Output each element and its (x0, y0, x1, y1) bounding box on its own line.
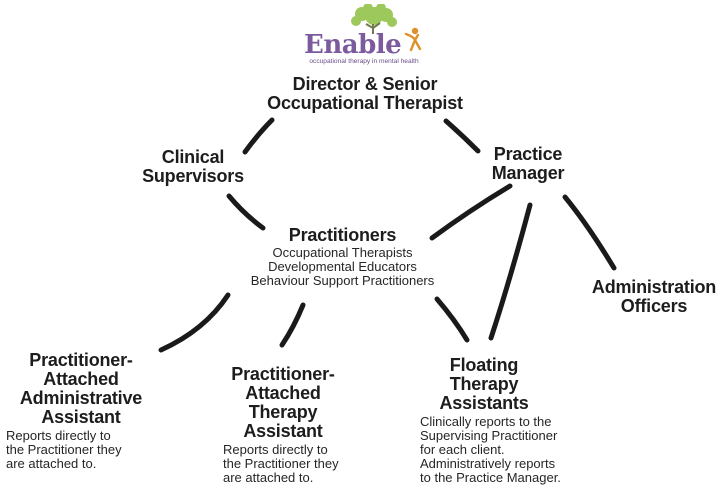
practitioners-role-3: Behaviour Support Practitioners (250, 272, 435, 288)
pata-title-3: Therapy (248, 401, 318, 422)
node-clinical-supervisors: Clinical Supervisors (135, 148, 251, 186)
line-director-practice-manager (443, 118, 481, 154)
fta-desc-2: Supervising Practitioner (420, 427, 558, 443)
paaa-desc-3: are attached to. (6, 455, 97, 471)
pata-title-2: Attached (245, 382, 321, 403)
enable-logo: Enable occupational therapy in mental he… (302, 4, 426, 68)
node-administration-officers: Administration Officers (584, 278, 724, 316)
node-director: Director & Senior Occupational Therapist (250, 75, 480, 113)
practitioners-role-2: Developmental Educators (268, 258, 417, 274)
line-practitioners-paaa (158, 292, 231, 353)
manager-title-2: Manager (491, 162, 565, 183)
node-practitioner-attached-therapy-assistant: Practitioner- Attached Therapy Assistant… (213, 365, 373, 485)
manager-title-1: Practice (493, 144, 563, 164)
node-practitioner-attached-admin-assistant: Practitioner- Attached Administrative As… (6, 351, 171, 471)
pata-desc-3: are attached to. (223, 469, 314, 485)
paaa-title-2: Attached (43, 368, 119, 389)
pata-desc-2: the Practitioner they (223, 455, 339, 471)
line-practitioners-pata (279, 302, 306, 348)
pata-desc-1: Reports directly to (223, 441, 328, 457)
logo-tagline: occupational therapy in mental health (309, 58, 419, 65)
pata-title-1: Practitioner- (231, 364, 335, 384)
fta-desc-5: to the Practice Manager. (420, 469, 561, 485)
line-manager-admin-officers (562, 194, 617, 271)
pata-title-4: Assistant (243, 420, 323, 441)
fta-desc-1: Clinically reports to the (420, 413, 552, 429)
practitioners-role-1: Occupational Therapists (272, 244, 413, 260)
paaa-desc-1: Reports directly to (6, 427, 111, 443)
logo-wordmark: Enable (304, 30, 402, 60)
paaa-desc-2: the Practitioner they (6, 441, 122, 457)
director-title-1: Director & Senior (292, 74, 438, 94)
fta-desc-3: for each client. (420, 441, 505, 457)
node-practitioners: Practitioners Occupational Therapists De… (205, 226, 480, 288)
fta-desc-4: Administratively reports (420, 455, 556, 471)
node-floating-therapy-assistants: Floating Therapy Assistants Clinically r… (420, 356, 600, 485)
line-director-clinical (242, 117, 275, 155)
paaa-title-1: Practitioner- (29, 350, 133, 370)
line-manager-floating (488, 202, 533, 341)
line-manager-practitioners (429, 183, 513, 241)
fta-title-2: Therapy (449, 373, 519, 394)
paaa-title-4: Assistant (41, 406, 121, 427)
paaa-title-3: Administrative (19, 387, 143, 408)
admin-officers-title-1: Administration (591, 277, 717, 297)
node-practice-manager: Practice Manager (468, 145, 588, 183)
line-practitioners-floating (434, 296, 470, 343)
figure-icon (404, 27, 422, 52)
director-title-2: Occupational Therapist (267, 92, 463, 113)
fta-title-3: Assistants (439, 392, 529, 413)
line-clinical-practitioners (226, 193, 266, 231)
admin-officers-title-2: Officers (620, 295, 688, 316)
practitioners-title: Practitioners (288, 225, 397, 245)
clinical-title-1: Clinical (161, 147, 225, 167)
fta-title-1: Floating (449, 355, 519, 375)
tree-icon (351, 4, 422, 52)
clinical-title-2: Supervisors (142, 165, 244, 186)
